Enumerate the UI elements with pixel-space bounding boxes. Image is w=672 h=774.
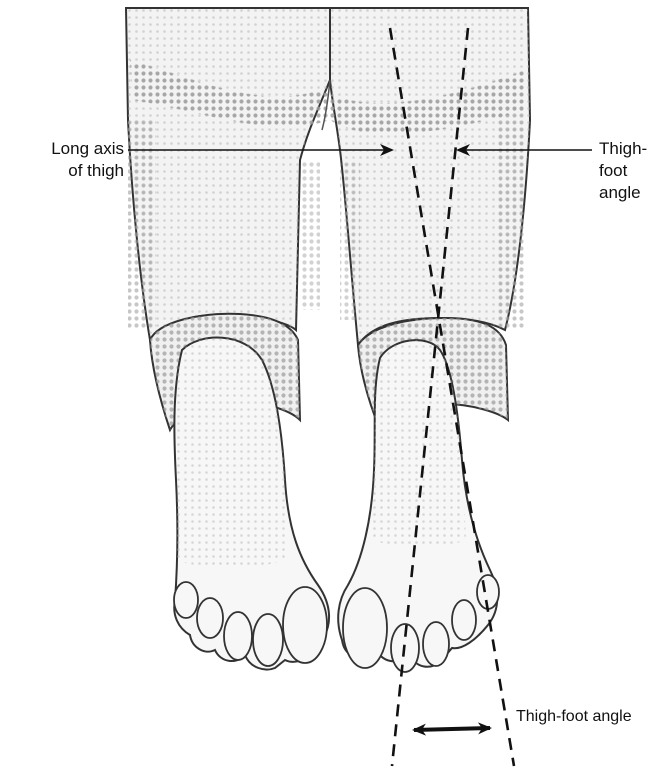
thigh-foot-label: Thigh-foot angle — [599, 138, 672, 204]
left-toe — [197, 598, 223, 638]
thigh-foot-label-line1: Thigh-foot — [599, 138, 672, 182]
right-toe — [452, 600, 476, 640]
long-axis-label: Long axis of thigh — [0, 138, 124, 182]
long-axis-label-line1: Long axis — [0, 138, 124, 160]
right-big-toe — [343, 588, 387, 668]
right-toe — [423, 622, 449, 666]
pants — [126, 8, 530, 345]
left-big-toe — [283, 587, 327, 663]
left-toe — [174, 582, 198, 618]
left-toe — [224, 612, 252, 660]
thigh-foot-angle-label: Thigh-foot angle — [516, 706, 672, 728]
left-toe — [253, 614, 283, 666]
thigh-foot-angle-arrow — [414, 728, 490, 730]
left-foot — [174, 338, 329, 670]
thigh-foot-label-line2: angle — [599, 182, 672, 204]
long-axis-label-line2: of thigh — [0, 160, 124, 182]
